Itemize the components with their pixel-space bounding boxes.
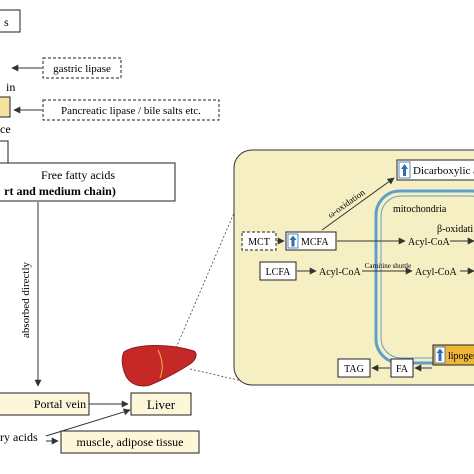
tag-label: TAG <box>344 364 364 375</box>
stomach-box <box>0 96 11 118</box>
free-fatty-acids-box <box>0 162 176 202</box>
stomach-label: in <box>6 80 15 94</box>
dicarboxylic-box <box>396 159 474 181</box>
zoom-line-top <box>175 184 247 349</box>
fa-box <box>390 358 414 378</box>
top-left-label: s <box>4 15 9 29</box>
tag-box <box>337 358 371 378</box>
fa-label: FA <box>396 364 409 375</box>
acyl-coa-2-label: Acyl-CoA <box>319 267 361 278</box>
omega-oxidation-arrow <box>321 177 395 231</box>
mitochondria-label: mitochondria <box>393 204 447 215</box>
fatty-acids-to-liver-arrow <box>45 408 131 437</box>
beta-oxidation-label: β-oxidati <box>437 224 473 235</box>
dicarboxylic-label: Dicarboxylic ac <box>413 165 474 177</box>
pancreatic-lipase-box <box>42 99 220 121</box>
liver-label: Liver <box>147 397 176 412</box>
gastric-lipase-label: gastric lipase <box>53 63 111 75</box>
short-medium-chain-label: rt and medium chain) <box>4 184 116 198</box>
free-fatty-acids-label: Free fatty acids <box>41 168 115 182</box>
acyl-coa-3-label: Acyl-CoA <box>415 267 457 278</box>
intestine-box <box>0 140 9 164</box>
portal-vein-label: Portal vein <box>34 397 86 411</box>
mcfa-box <box>285 231 337 251</box>
mcfa-up-arrow-icon <box>287 233 299 249</box>
absorbed-directly-label: absorbed directly <box>20 261 32 338</box>
liver-box <box>130 392 192 416</box>
mct-label: MCT <box>248 237 270 248</box>
intestine-label: ce <box>0 122 11 136</box>
lipogenesis-up-arrow-icon <box>434 346 446 364</box>
mct-box <box>241 231 277 251</box>
lcfa-box <box>259 261 297 281</box>
gastric-lipase-box <box>42 57 122 79</box>
top-left-box <box>0 9 21 33</box>
mcfa-label: MCFA <box>301 237 329 248</box>
dicarboxylic-up-arrow-icon <box>398 161 411 179</box>
acyl-coa-1-label: Acyl-CoA <box>408 237 450 248</box>
muscle-adipose-box <box>60 430 200 454</box>
liver-organ-icon <box>121 344 197 387</box>
fatty-acids-label: ry acids <box>0 430 38 444</box>
muscle-adipose-label: muscle, adipose tissue <box>77 435 184 449</box>
pancreatic-lipase-label: Pancreatic lipase / bile salts etc. <box>61 105 201 117</box>
carnitine-shuttle-label: Carnitine shuttle <box>365 262 411 270</box>
hepatocyte-panel <box>233 149 474 386</box>
lcfa-label: LCFA <box>266 267 292 278</box>
lipogenesis-label: lipogene <box>448 351 474 362</box>
